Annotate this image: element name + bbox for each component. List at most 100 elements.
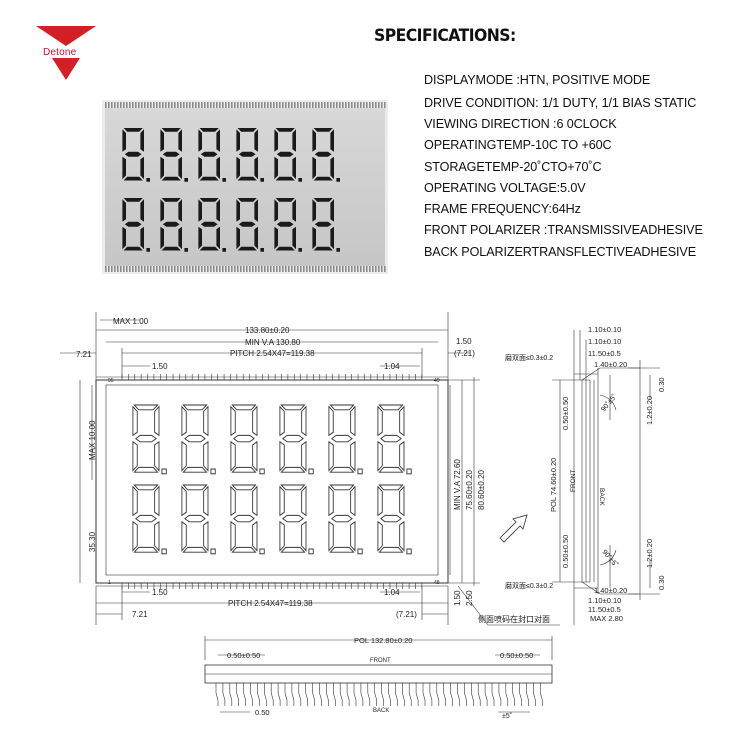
pin-label-bottom-right: 48 xyxy=(434,580,440,586)
dim-right-7-21-bottom: (7.21) xyxy=(396,610,417,619)
dim-pitch-top: PITCH 2.54X47=119.38 xyxy=(230,349,315,358)
bottom-pin xyxy=(250,683,253,706)
bottom-pin xyxy=(498,683,502,706)
dim-offset-1-50-top: 1.50 xyxy=(152,362,168,371)
bottom-pin xyxy=(298,683,302,706)
bottom-pin xyxy=(263,683,267,706)
bottom-pin xyxy=(401,683,405,706)
bottom-pin xyxy=(519,683,522,706)
dim-side-11-50-top: 11.50±0.5 xyxy=(588,349,621,358)
spec-back-polarizer: BACK POLARIZERTRANSFLECTIVEADHESIVE xyxy=(424,245,697,259)
dim-right-1-50-top: 1.50 xyxy=(456,337,472,346)
dim-left-7-21-bottom: 7.21 xyxy=(132,610,148,619)
outline-digit xyxy=(377,404,413,475)
bottom-back-label: BACK xyxy=(373,708,389,714)
bottom-pin xyxy=(484,683,488,706)
bottom-pin xyxy=(505,683,509,706)
dim-pitch-bottom: PITCH 2.54X47=119.38 xyxy=(228,599,313,608)
spec-storage-temp: STORAGETEMP-20˚CTO+70˚C xyxy=(424,160,602,174)
outline-digit xyxy=(230,484,266,555)
side-front-label: FRONT xyxy=(570,470,577,492)
outline-digit xyxy=(132,484,168,555)
bottom-pin xyxy=(257,683,260,706)
bottom-pin xyxy=(305,683,309,706)
bottom-pin xyxy=(533,683,536,706)
dim-side-1-40-top: 1.40±0.20 xyxy=(594,360,627,369)
dim-75-60: 75.60±0.20 xyxy=(465,469,474,510)
bottom-pin xyxy=(395,683,398,706)
dim-left-7-21-top: 7.21 xyxy=(76,350,92,359)
pin-label-top-right: 49 xyxy=(434,378,440,384)
outline-digit xyxy=(230,404,266,475)
dim-offset-1-04-top: 1.04 xyxy=(384,362,400,371)
side-back-label: BACK xyxy=(598,488,605,506)
bottom-pin xyxy=(464,683,467,706)
bottom-pin xyxy=(415,683,419,706)
bottom-pin xyxy=(332,683,336,706)
bottom-pin xyxy=(360,683,364,706)
dim-side-1-2-bottom: 1.2±0.20 xyxy=(645,539,654,568)
dim-max-top: MAX 1.00 xyxy=(113,317,149,326)
bottom-pin xyxy=(381,683,384,706)
bottom-pin xyxy=(477,683,481,706)
bottom-pin xyxy=(436,683,440,706)
bottom-pin xyxy=(526,683,529,706)
bottom-pin xyxy=(243,683,246,706)
outline-digit xyxy=(181,484,217,555)
dim-right-7-21-top: (7.21) xyxy=(454,349,475,358)
specifications-title: SPECIFICATIONS: xyxy=(374,26,516,46)
dim-side-1-40-bottom: 1.40±0.20 xyxy=(594,586,627,595)
dim-max-10: MAX 10.00 xyxy=(88,420,97,460)
bottom-pin xyxy=(470,683,474,706)
dim-bottom-pol: POL 132.80±0.20 xyxy=(354,636,412,645)
spec-frame-frequency: FRAME FREQUENCY:64Hz xyxy=(424,202,581,216)
grind-note-bottom: 磨双面≤0.3±0.2 xyxy=(505,581,553,590)
dim-bottom-angle: ±5˚ xyxy=(502,712,512,720)
spec-operating-voltage: OPERATING VOLTAGE:5.0V xyxy=(424,181,586,195)
bottom-pin xyxy=(388,683,391,706)
bottom-pin xyxy=(491,683,495,706)
spec-viewing-direction: VIEWING DIRECTION :6 0CLOCK xyxy=(424,117,617,131)
outline-digit xyxy=(181,404,217,475)
bottom-view: POL 132.80±0.20 0.50±0.50 0.50±0.50 FRON… xyxy=(204,636,553,720)
technical-drawing: MAX 1.00 133.80±0.20 MIN V.A 130.80 PITC… xyxy=(60,312,666,720)
spec-display-mode: DISPLAYMODE :HTN, POSITIVE MODE xyxy=(424,73,651,87)
bottom-pin xyxy=(408,683,412,706)
outline-digit xyxy=(328,484,364,555)
lcd-display-photo xyxy=(102,100,388,274)
dim-overall-width: 133.80±0.20 xyxy=(245,326,290,335)
pin-label-top-left: 95 xyxy=(108,378,114,384)
front-view: MAX 1.00 133.80±0.20 MIN V.A 130.80 PITC… xyxy=(60,312,560,626)
bottom-pin xyxy=(215,683,219,706)
view-direction-arrow xyxy=(499,514,528,543)
dim-bottom-left-0-50: 0.50±0.50 xyxy=(227,651,260,660)
dim-side-pol: POL 74.60±0.20 xyxy=(549,458,558,512)
bottom-pin xyxy=(326,683,329,706)
spec-operating-temp: OPERATINGTEMP-10C TO +60C xyxy=(424,138,612,152)
bottom-pin xyxy=(222,683,226,706)
bottom-pin xyxy=(512,683,516,706)
bottom-front-label: FRONT xyxy=(370,658,391,664)
bottom-pin xyxy=(374,683,378,706)
dim-offset-1-04-bottom: 1.04 xyxy=(384,588,400,597)
bottom-pin xyxy=(346,683,350,706)
dim-side-11-50-bottom: 11.50±0.5 xyxy=(588,605,621,614)
dim-min-va-v: MIN V.A 72.60 xyxy=(453,459,462,510)
bottom-pin xyxy=(319,683,322,706)
detone-logo xyxy=(36,26,96,80)
bottom-pin xyxy=(457,683,460,706)
dim-side-1-10-bottom: 1.10±0.10 xyxy=(588,596,621,605)
outline-digit xyxy=(132,404,168,475)
dim-side-1-2-top: 1.2±0.20 xyxy=(645,396,654,425)
side-view: 1.10±0.10 1.10±0.10 11.50±0.5 1.40±0.20 … xyxy=(505,325,666,625)
dim-bottom-right-0-50: 0.50±0.50 xyxy=(500,651,533,660)
dim-side-0-30-top: 0.30 xyxy=(657,377,666,392)
bottom-pin xyxy=(229,683,233,706)
bottom-pin xyxy=(353,683,357,706)
dim-right-1-50-bottom: 1.50 xyxy=(453,590,462,606)
outline-digit xyxy=(328,404,364,475)
bottom-pin xyxy=(291,683,295,706)
outline-digit xyxy=(279,484,315,555)
bottom-pin xyxy=(339,683,343,706)
outline-digit xyxy=(377,484,413,555)
